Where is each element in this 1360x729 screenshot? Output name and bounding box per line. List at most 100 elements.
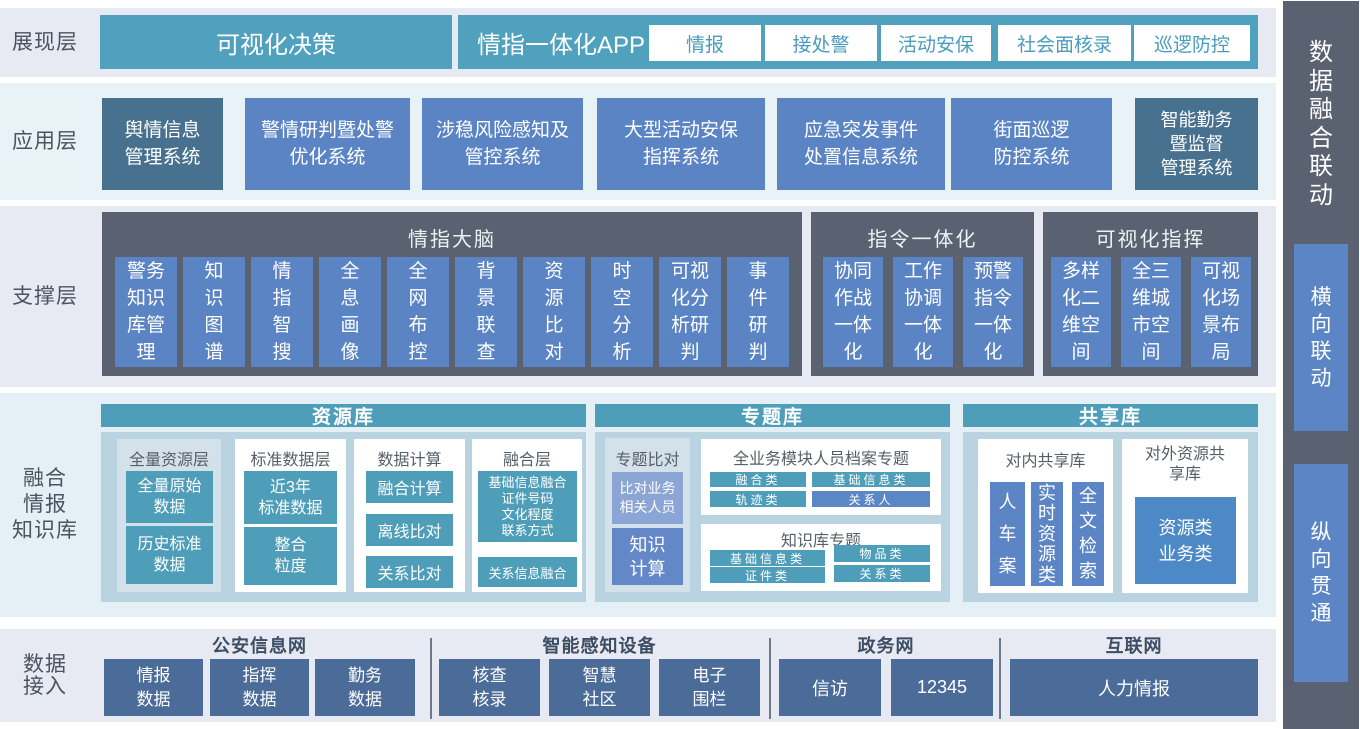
panel-command-integration: 指令一体化 协同 作战 一体 化 工作 协调 一体 化 预警 指令 一体 化 xyxy=(811,212,1034,376)
app-button-jiechujing[interactable]: 接处警 xyxy=(765,25,877,61)
fusion-layer-item-1[interactable]: 基础信息融合 证件号码 文化程度 联系方式 xyxy=(478,471,577,542)
system-jiemian[interactable]: 街面巡逻 防控系统 xyxy=(951,98,1112,190)
brain-item-6[interactable]: 背 景 联 查 xyxy=(455,257,517,367)
access-item-zhihuishequ[interactable]: 智慧 社区 xyxy=(549,659,650,716)
full-resource-item-2[interactable]: 历史标准 数据 xyxy=(126,526,213,584)
card-data-compute-title: 数据计算 xyxy=(377,452,442,469)
app-box: 情指一体化APP 情报 接处警 活动安保 社会面核录 巡逻防控 xyxy=(458,15,1258,69)
brain-item-8[interactable]: 时 空 分 析 xyxy=(591,257,653,367)
card-full-resource-title: 全量资源层 xyxy=(128,452,209,469)
support-layer-label: 支撑层 xyxy=(12,284,78,308)
brain-item-10[interactable]: 事 件 研 判 xyxy=(727,257,789,367)
application-band: 应用层 舆情信息 管理系统 警情研判暨处警 优化系统 涉稳风险感知及 管控系统 … xyxy=(0,83,1276,200)
external-item-ziyuanlei[interactable]: 资源类 业务类 xyxy=(1135,497,1236,584)
topic-library-body: 专题比对 比对业务 相关人员 知识 计算 全业务模块人员档案专题 融合类 基础信… xyxy=(595,432,950,602)
data-compute-item-3[interactable]: 关系比对 xyxy=(366,556,453,588)
brain-item-9[interactable]: 可视 化分 析研 判 xyxy=(659,257,721,367)
person-item-jichuxinxi[interactable]: 基础信息类 xyxy=(812,472,930,487)
brain-item-1[interactable]: 警务 知识 库管 理 xyxy=(115,257,177,367)
system-daxing[interactable]: 大型活动安保 指挥系统 xyxy=(597,98,765,190)
visual-item-3[interactable]: 可视 化场 景布 局 xyxy=(1191,257,1251,367)
access-item-renli[interactable]: 人力情报 xyxy=(1010,659,1258,716)
person-item-ronghe[interactable]: 融合类 xyxy=(710,472,806,487)
command-item-2[interactable]: 工作 协调 一体 化 xyxy=(893,257,953,367)
card-topic-compare-title: 专题比对 xyxy=(615,452,680,469)
sidebar-box-vertical-connect[interactable]: 纵 向 贯 通 xyxy=(1294,464,1348,682)
brain-item-5[interactable]: 全 网 布 控 xyxy=(387,257,449,367)
brain-item-7[interactable]: 资 源 比 对 xyxy=(523,257,585,367)
system-yuqing[interactable]: 舆情信息 管理系统 xyxy=(102,98,223,190)
topic-library-header: 专题库 xyxy=(595,404,950,428)
person-item-guiji[interactable]: 轨迹类 xyxy=(710,491,806,507)
application-layer-label: 应用层 xyxy=(12,129,78,153)
card-full-resource: 全量资源层 全量原始 数据 历史标准 数据 xyxy=(117,439,221,592)
access-item-hecha[interactable]: 核查 核录 xyxy=(439,659,540,716)
group-title-ganzhi: 智能感知设备 xyxy=(542,636,657,656)
system-shewen[interactable]: 涉稳风险感知及 管控系统 xyxy=(422,98,583,190)
panel-command-items: 协同 作战 一体 化 工作 协调 一体 化 预警 指令 一体 化 xyxy=(823,257,1023,367)
internal-item-renchean[interactable]: 人 车 案 xyxy=(990,482,1025,586)
panel-qingzhi-brain-items: 警务 知识 库管 理 知 识 图 谱 情 指 智 搜 全 息 画 像 全 网 布… xyxy=(115,257,789,367)
brain-item-2[interactable]: 知 识 图 谱 xyxy=(183,257,245,367)
topic-compare-item-2[interactable]: 知识 计算 xyxy=(612,528,683,585)
brain-item-3[interactable]: 情 指 智 搜 xyxy=(251,257,313,367)
shared-library-body: 对内共享库 人 车 案 实 时 资 源 类 全 文 检 索 对外资源共 享库 资… xyxy=(963,432,1258,602)
card-topic-compare: 专题比对 比对业务 相关人员 知识 计算 xyxy=(605,438,690,592)
access-item-zhihui[interactable]: 指挥 数据 xyxy=(210,659,309,716)
person-item-guanxiren[interactable]: 关系人 xyxy=(812,491,930,507)
visual-item-1[interactable]: 多样 化二 维空 间 xyxy=(1051,257,1111,367)
access-item-qingbao[interactable]: 情报 数据 xyxy=(104,659,203,716)
data-compute-item-2[interactable]: 离线比对 xyxy=(366,514,453,546)
access-item-qinwu[interactable]: 勤务 数据 xyxy=(315,659,415,716)
data-compute-item-1[interactable]: 融合计算 xyxy=(366,471,453,503)
knowledge-item-wupin[interactable]: 物品类 xyxy=(834,545,930,562)
internal-item-shishiziyuan[interactable]: 实 时 资 源 类 xyxy=(1031,482,1063,586)
panel-visual-command-title: 可视化指挥 xyxy=(1095,229,1206,251)
command-item-1[interactable]: 协同 作战 一体 化 xyxy=(823,257,883,367)
visual-item-2[interactable]: 全三 维城 市空 间 xyxy=(1121,257,1181,367)
command-item-3[interactable]: 预警 指令 一体 化 xyxy=(963,257,1023,367)
sidebar-box-horizontal-linkage[interactable]: 横 向 联 动 xyxy=(1294,244,1348,431)
knowledge-item-zhengjian[interactable]: 证件类 xyxy=(710,567,825,583)
topic-compare-item-1[interactable]: 比对业务 相关人员 xyxy=(612,472,683,524)
panel-qingzhi-brain: 情指大脑 警务 知识 库管 理 知 识 图 谱 情 指 智 搜 全 息 画 像 … xyxy=(102,212,802,376)
knowledge-item-jichuxinxi[interactable]: 基础信息类 xyxy=(710,550,825,566)
presentation-layer-label: 展现层 xyxy=(12,30,78,54)
app-title: 情指一体化APP xyxy=(476,31,646,59)
internal-item-quanwenjiansuo[interactable]: 全 文 检 索 xyxy=(1072,482,1104,586)
fusion-band: 融合 情报 知识库 资源库 全量资源层 全量原始 数据 历史标准 数据 标准数据… xyxy=(0,393,1276,617)
topic-library-panel: 专题库 专题比对 比对业务 相关人员 知识 计算 全业务模块人员档案专题 融合类… xyxy=(595,393,950,617)
card-person-archive: 全业务模块人员档案专题 融合类 基础信息类 轨迹类 关系人 xyxy=(701,439,941,515)
panel-qingzhi-brain-title: 情指大脑 xyxy=(408,229,496,251)
access-item-xinfang[interactable]: 信访 xyxy=(779,659,881,716)
standard-data-item-2[interactable]: 整合 粒度 xyxy=(244,527,337,585)
access-item-12345[interactable]: 12345 xyxy=(891,659,993,716)
panel-visual-items: 多样 化二 维空 间 全三 维城 市空 间 可视 化场 景布 局 xyxy=(1051,257,1251,367)
group-title-hulianwang: 互联网 xyxy=(1105,636,1163,656)
system-yingji[interactable]: 应急突发事件 处置信息系统 xyxy=(777,98,945,190)
access-item-dianzi[interactable]: 电子 围栏 xyxy=(659,659,760,716)
app-button-shehuimianhelu[interactable]: 社会面核录 xyxy=(998,25,1131,61)
resource-library-body: 全量资源层 全量原始 数据 历史标准 数据 标准数据层 近3年 标准数据 整合 … xyxy=(101,432,586,602)
standard-data-item-1[interactable]: 近3年 标准数据 xyxy=(244,471,337,524)
app-button-huodonganbao[interactable]: 活动安保 xyxy=(881,25,991,61)
app-button-qingbao[interactable]: 情报 xyxy=(649,25,761,61)
brain-item-4[interactable]: 全 息 画 像 xyxy=(319,257,381,367)
panel-command-integration-title: 指令一体化 xyxy=(867,229,978,251)
visual-decision-box[interactable]: 可视化决策 xyxy=(100,15,452,69)
card-data-compute: 数据计算 融合计算 离线比对 关系比对 xyxy=(354,439,465,592)
knowledge-item-guanxi[interactable]: 关系类 xyxy=(834,565,930,582)
app-button-xunluofangkong[interactable]: 巡逻防控 xyxy=(1134,25,1250,61)
divider-2 xyxy=(769,638,771,719)
resource-library-header: 资源库 xyxy=(101,404,586,428)
system-jingqing[interactable]: 警情研判暨处警 优化系统 xyxy=(245,98,410,190)
system-zhineng[interactable]: 智能勤务 暨监督 管理系统 xyxy=(1135,98,1258,190)
card-external-share: 对外资源共 享库 资源类 业务类 xyxy=(1122,439,1248,593)
divider-1 xyxy=(430,638,432,719)
card-standard-data: 标准数据层 近3年 标准数据 整合 粒度 xyxy=(235,439,346,592)
group-title-gongan: 公安信息网 xyxy=(212,636,307,656)
fusion-layer-item-2[interactable]: 关系信息融合 xyxy=(478,557,577,587)
full-resource-item-1[interactable]: 全量原始 数据 xyxy=(126,471,213,523)
sidebar: 数 据 融 合 联 动 横 向 联 动 纵 向 贯 通 xyxy=(1283,1,1359,729)
presentation-band: 展现层 可视化决策 情指一体化APP 情报 接处警 活动安保 社会面核录 巡逻防… xyxy=(0,8,1276,77)
